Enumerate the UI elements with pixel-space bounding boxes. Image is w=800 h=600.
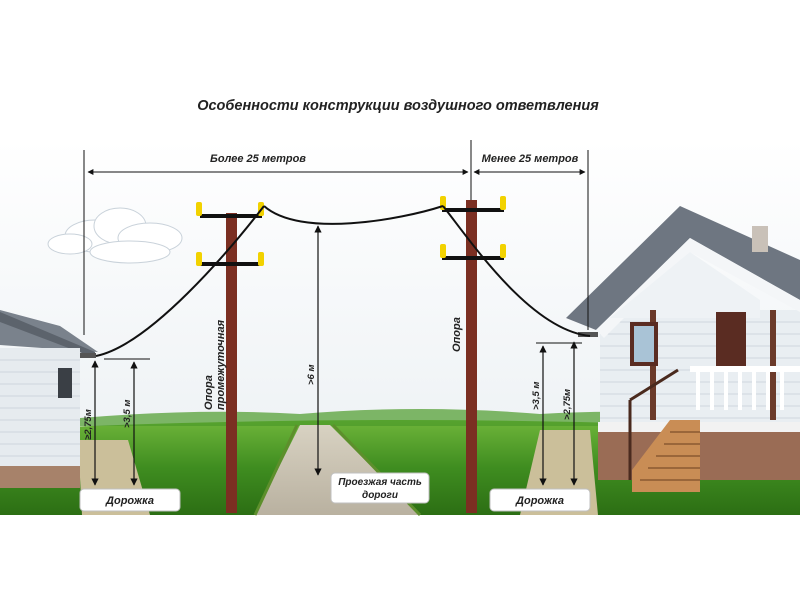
label-box-path-left: Дорожка: [79, 488, 181, 512]
intermediate-pole: [196, 202, 264, 513]
height-dimension-right-house: >2,75м: [562, 341, 578, 486]
main-pole-label: Опора: [451, 317, 463, 352]
wire-right-span: [442, 205, 591, 337]
height-label-road: >6 м: [306, 365, 317, 386]
insulator-icon: [500, 244, 506, 258]
right-house-bracket: [578, 332, 598, 337]
insulator-icon: [196, 252, 202, 266]
label-box-path-right: Дорожка: [489, 488, 591, 512]
insulator-icon: [500, 196, 506, 210]
wire-left-span: [95, 205, 265, 357]
insulator-icon: [440, 244, 446, 258]
left-house: [0, 310, 98, 488]
right-house: [566, 206, 800, 492]
height-label-right-path: >3,5 м: [531, 382, 542, 410]
height-label-left-house: ≥2,75м: [83, 409, 94, 440]
label-box-road: Проезжая часть дороги: [330, 472, 430, 504]
height-label-left-path: >3,5 м: [122, 400, 133, 428]
height-dimension-left-path: >3,5 м: [104, 358, 150, 486]
path-left-label: Дорожка: [105, 495, 154, 507]
insulator-icon: [196, 202, 202, 216]
cloud: [47, 207, 183, 264]
wire-road-span: [263, 205, 444, 225]
height-dimension-left-house: ≥2,75м: [83, 360, 99, 486]
height-label-right-house: >2,75м: [562, 389, 573, 420]
insulator-icon: [258, 252, 264, 266]
left-house-bracket: [80, 353, 96, 358]
span-label-left: Более 25 метров: [210, 153, 306, 165]
span-dimension-right: Менее 25 метров: [473, 150, 589, 330]
road-edge-left: [253, 424, 299, 516]
intermediate-pole-label-line1: Опора: [203, 375, 215, 410]
horizon-hedge: [80, 409, 720, 426]
span-dimension-left: Более 25 метров: [83, 140, 472, 335]
intermediate-pole-label-line2: промежуточная: [215, 319, 227, 410]
path-right-label: Дорожка: [515, 495, 564, 507]
road-label-line1: Проезжая часть: [338, 477, 422, 488]
road-label-line2: дороги: [362, 490, 398, 501]
span-label-right: Менее 25 метров: [482, 153, 579, 165]
height-dimension-road: >6 м: [306, 225, 322, 476]
diagram-title: Особенности конструкции воздушного ответ…: [197, 98, 599, 114]
